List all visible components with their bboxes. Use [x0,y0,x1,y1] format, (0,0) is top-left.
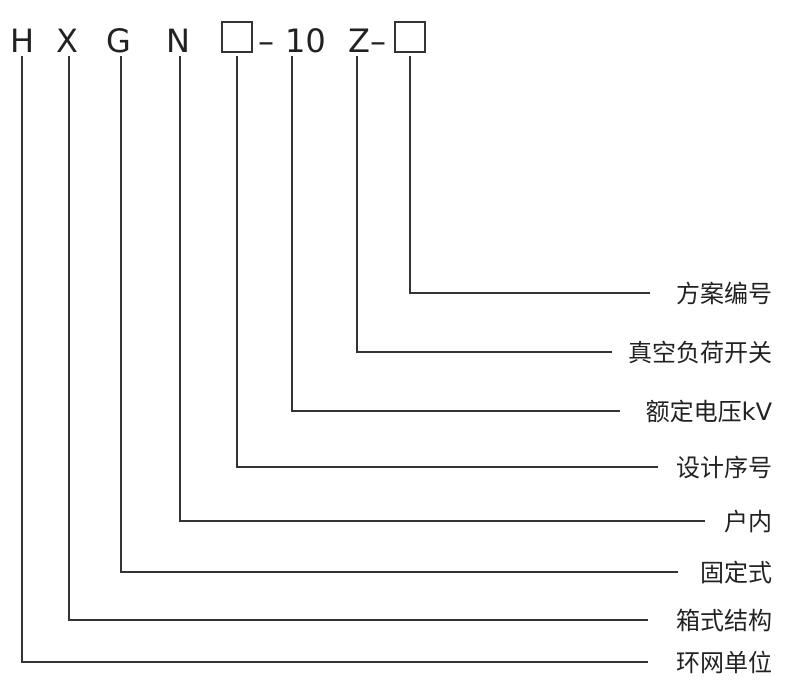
leader-line-fixed-type [120,56,678,573]
label-fixed-type: 固定式 [700,559,772,587]
code-letter-n: N [166,22,190,60]
code-dash-2: – [370,22,386,60]
label-design-serial: 设计序号 [676,454,772,482]
label-box-structure: 箱式结构 [676,607,772,635]
code-letter-g: G [106,22,131,60]
leader-line-scheme-number [409,56,650,294]
code-letter-z: Z [348,22,370,60]
code-letter-h: H [10,22,34,60]
code-letter-x: X [56,22,78,60]
leader-line-design-serial [236,56,658,468]
leader-line-rated-voltage [291,56,620,412]
label-rated-voltage: 额定电压kV [646,398,773,426]
label-indoor: 户内 [724,508,772,536]
label-scheme-number: 方案编号 [676,280,772,308]
leader-line-vacuum-load-switch [356,56,612,353]
code-dash-1: – [258,22,274,60]
label-vacuum-load-switch: 真空负荷开关 [628,339,772,367]
label-ring-main-unit: 环网单位 [676,649,772,677]
design-serial-box [221,21,253,53]
leader-line-indoor [179,56,705,522]
scheme-number-box [394,21,426,53]
leader-line-ring-main-unit [21,56,648,663]
code-voltage: 10 [285,22,326,60]
leader-line-box-structure [68,56,648,621]
